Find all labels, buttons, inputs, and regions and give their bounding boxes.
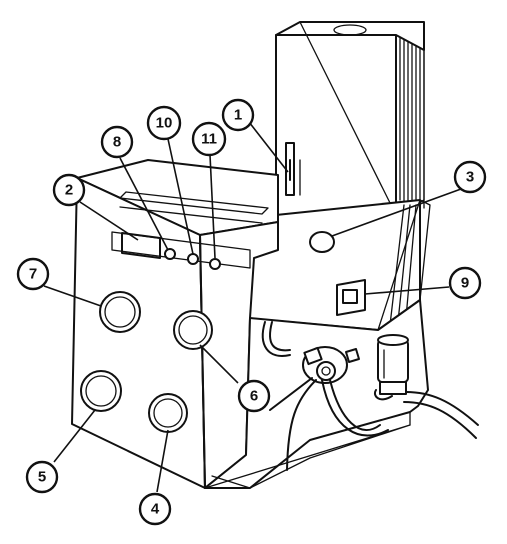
callout-label-2: 2 bbox=[65, 182, 73, 199]
knob-6 bbox=[173, 310, 213, 350]
callout-1: 1 bbox=[221, 98, 255, 132]
callout-label-8: 8 bbox=[113, 134, 121, 151]
knob-7 bbox=[99, 291, 141, 333]
nebulizer-assembly bbox=[261, 321, 479, 471]
callout-label-7: 7 bbox=[29, 266, 37, 283]
callout-label-6: 6 bbox=[250, 388, 258, 405]
callout-label-1: 1 bbox=[234, 107, 242, 124]
callout-9: 9 bbox=[448, 266, 482, 300]
control-console bbox=[71, 159, 279, 489]
callout-11: 11 bbox=[191, 121, 227, 157]
callout-10: 10 bbox=[146, 105, 182, 141]
callout-label-5: 5 bbox=[38, 469, 46, 486]
callout-8: 8 bbox=[100, 125, 134, 159]
base-tray bbox=[204, 299, 429, 489]
knob-4 bbox=[148, 393, 188, 433]
callout-label-11: 11 bbox=[201, 131, 217, 148]
callout-label-9: 9 bbox=[461, 275, 469, 292]
callout-label-3: 3 bbox=[466, 169, 474, 186]
burner-panel bbox=[245, 199, 431, 331]
callout-label-10: 10 bbox=[156, 115, 173, 132]
callout-3: 3 bbox=[453, 160, 487, 194]
callout-6: 6 bbox=[237, 379, 271, 413]
leader-lines bbox=[43, 121, 462, 493]
knob-5 bbox=[80, 370, 122, 412]
callout-2: 2 bbox=[52, 173, 86, 207]
callout-7: 7 bbox=[16, 257, 50, 291]
callout-5: 5 bbox=[25, 460, 59, 494]
callout-4: 4 bbox=[138, 492, 172, 526]
callout-label-4: 4 bbox=[151, 501, 160, 518]
chimney bbox=[275, 21, 425, 216]
